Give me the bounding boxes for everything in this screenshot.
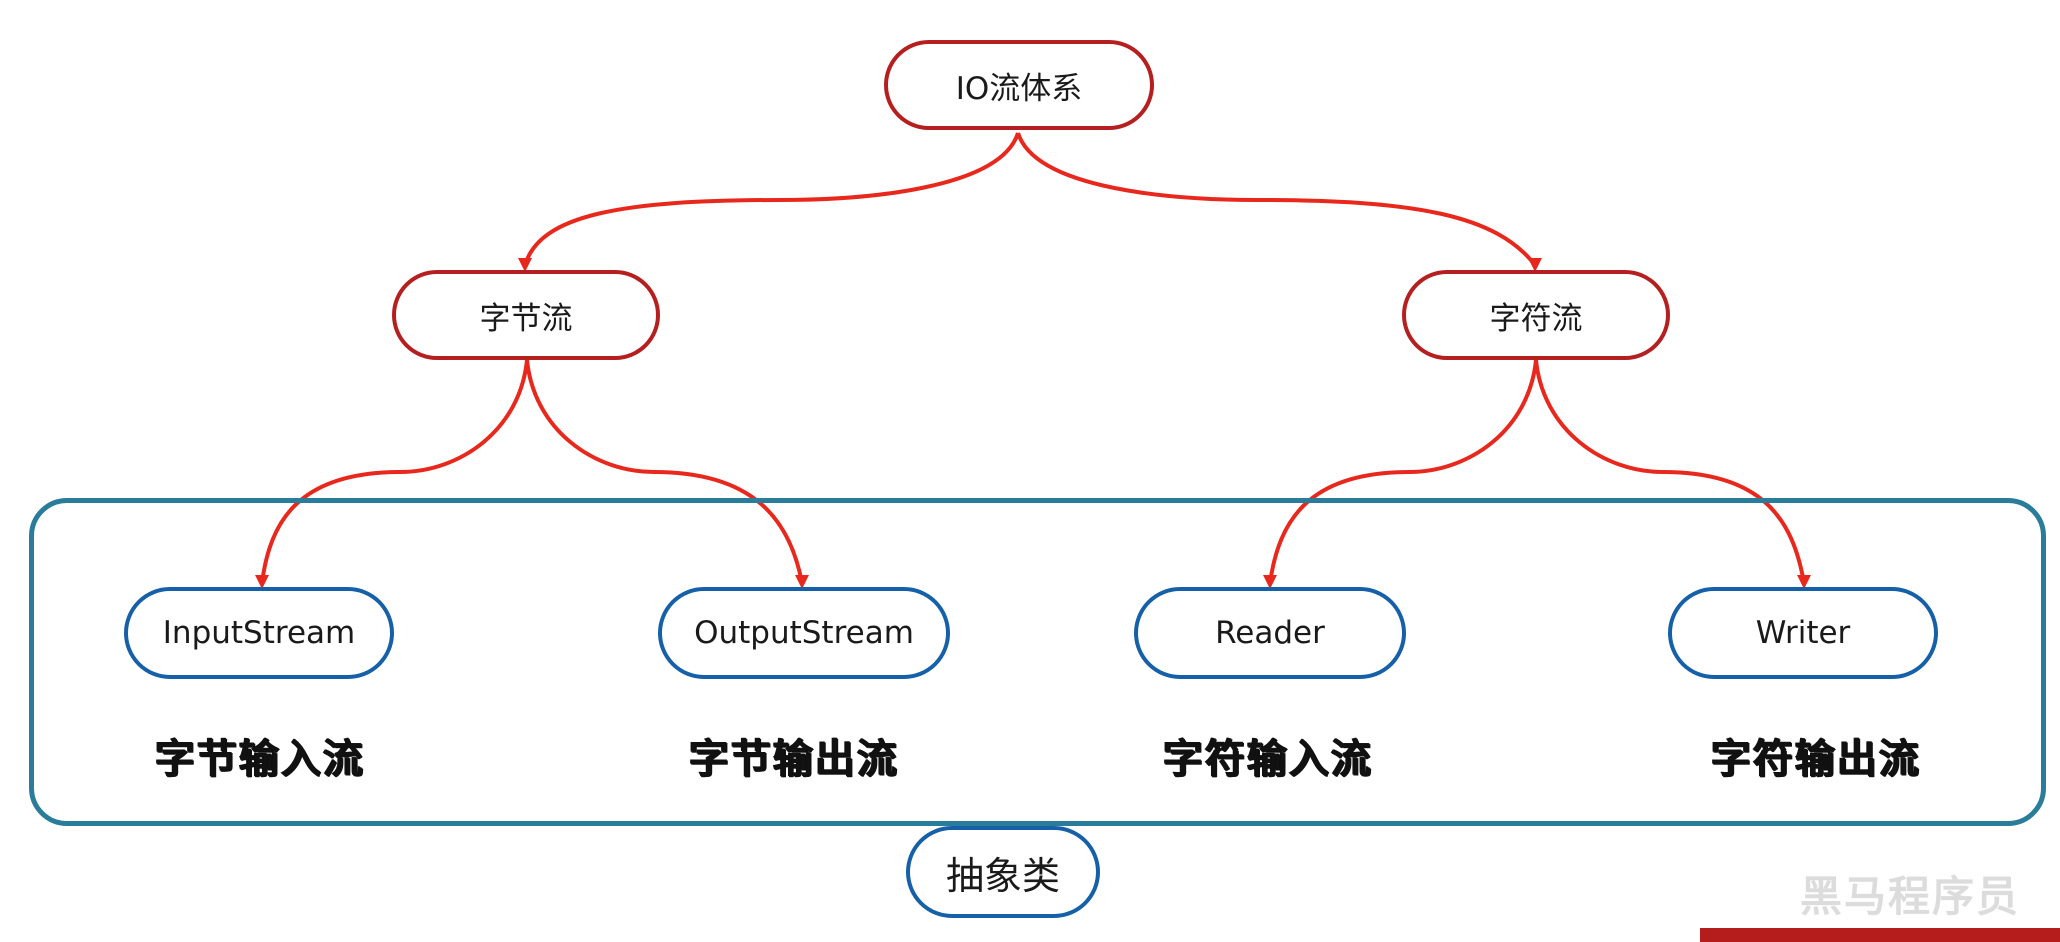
root-node: IO流体系 xyxy=(884,40,1154,130)
watermark-text: 黑马程序员 xyxy=(1799,872,2020,921)
class-name: OutputStream xyxy=(694,615,914,651)
class-description: 字节输出流 xyxy=(689,736,899,782)
class-name: Writer xyxy=(1755,615,1851,651)
arrowhead-outputstream xyxy=(795,575,809,589)
arrowhead-char-stream xyxy=(1528,258,1542,272)
arrow-root-to-char-stream xyxy=(1016,132,1537,267)
class-description: 字符输入流 xyxy=(1163,736,1373,782)
category-label: 字符流 xyxy=(1489,300,1583,337)
arrow-root-to-byte-stream xyxy=(523,132,1020,266)
arrow-char-to-writer xyxy=(1534,359,1806,584)
arrow-byte-to-outputstream xyxy=(525,359,804,584)
arrow-byte-to-inputstream xyxy=(260,359,529,584)
abstract-class-label-node: 抽象类 xyxy=(906,826,1100,918)
class-node-reader: Reader xyxy=(1134,587,1406,679)
class-name: Reader xyxy=(1215,615,1325,651)
class-node-inputstream: InputStream xyxy=(124,587,394,679)
class-node-writer: Writer xyxy=(1668,587,1938,679)
abstract-class-label: 抽象类 xyxy=(945,853,1060,898)
class-node-outputstream: OutputStream xyxy=(658,587,950,679)
category-node-char-stream: 字符流 xyxy=(1402,270,1670,360)
arrowhead-writer xyxy=(1797,575,1811,589)
class-name: InputStream xyxy=(162,615,356,651)
abstract-class-region xyxy=(29,498,2046,826)
category-label: 字节流 xyxy=(479,300,573,337)
arrowhead-byte-stream xyxy=(518,258,532,272)
arrowhead-reader xyxy=(1263,575,1277,589)
category-node-byte-stream: 字节流 xyxy=(392,270,660,360)
footer-strip xyxy=(1700,928,2060,942)
root-node-label: IO流体系 xyxy=(955,70,1083,107)
arrow-char-to-reader xyxy=(1268,359,1538,584)
class-description: 字节输入流 xyxy=(155,736,365,782)
arrowhead-inputstream xyxy=(255,575,269,589)
class-description: 字符输出流 xyxy=(1711,736,1921,782)
